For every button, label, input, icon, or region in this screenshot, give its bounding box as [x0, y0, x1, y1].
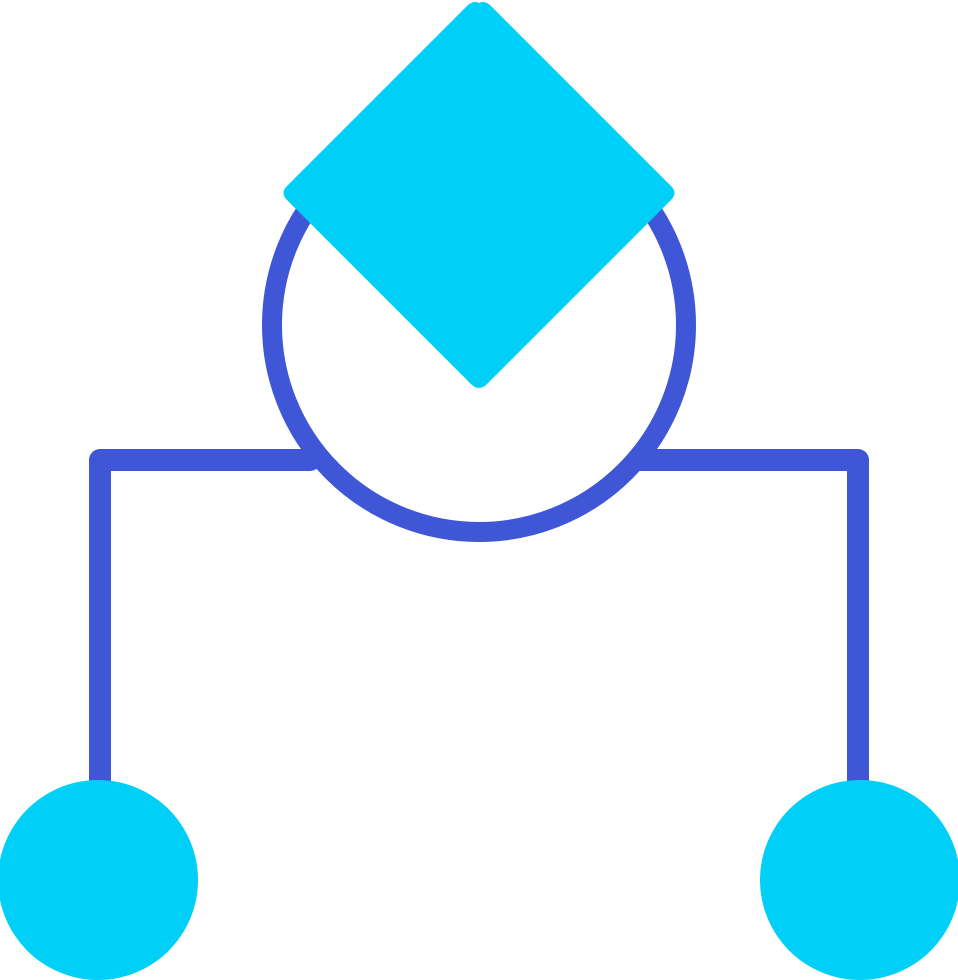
left-child-node: [0, 780, 198, 980]
right-child-node: [760, 780, 958, 980]
decision-diamond: [283, 2, 675, 388]
connector-lines: [89, 449, 869, 801]
